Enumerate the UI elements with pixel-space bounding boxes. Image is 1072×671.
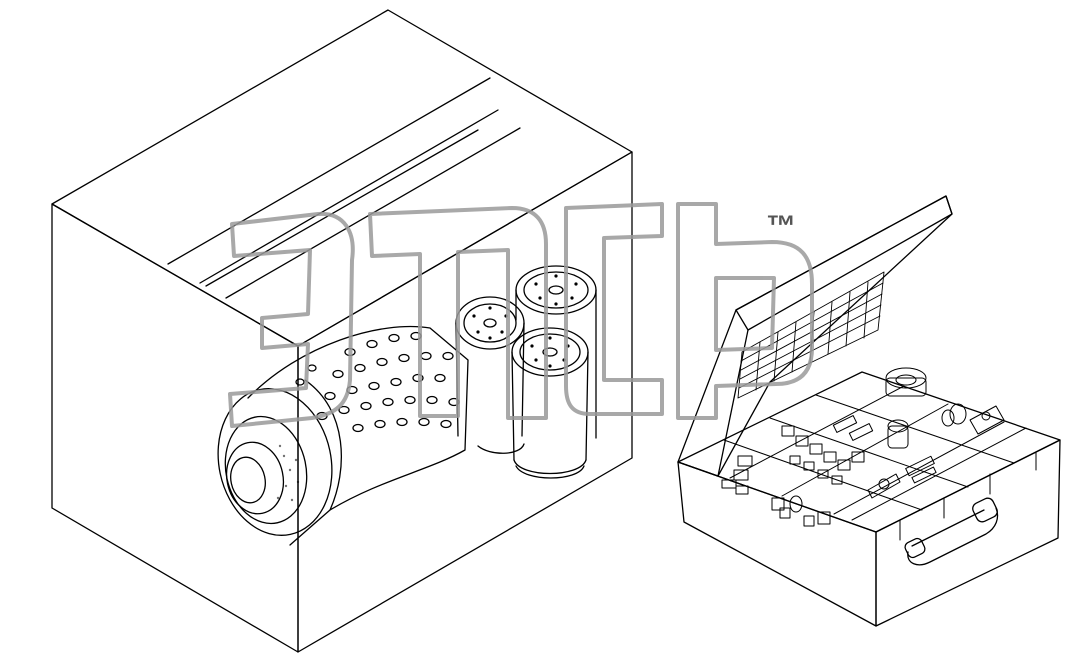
compartment-dividers	[723, 385, 1037, 541]
perforation-holes	[295, 331, 460, 433]
cardboard-box	[51, 9, 633, 653]
watermark-logo	[228, 202, 814, 428]
relay-parts	[721, 415, 937, 527]
sensor-parts	[789, 367, 1005, 513]
parts-case	[677, 195, 1061, 627]
air-filter	[217, 325, 469, 546]
case-side	[875, 439, 1061, 627]
trademark-symbol: ™	[766, 210, 796, 243]
case-handle	[904, 497, 999, 566]
case-front	[677, 461, 877, 627]
